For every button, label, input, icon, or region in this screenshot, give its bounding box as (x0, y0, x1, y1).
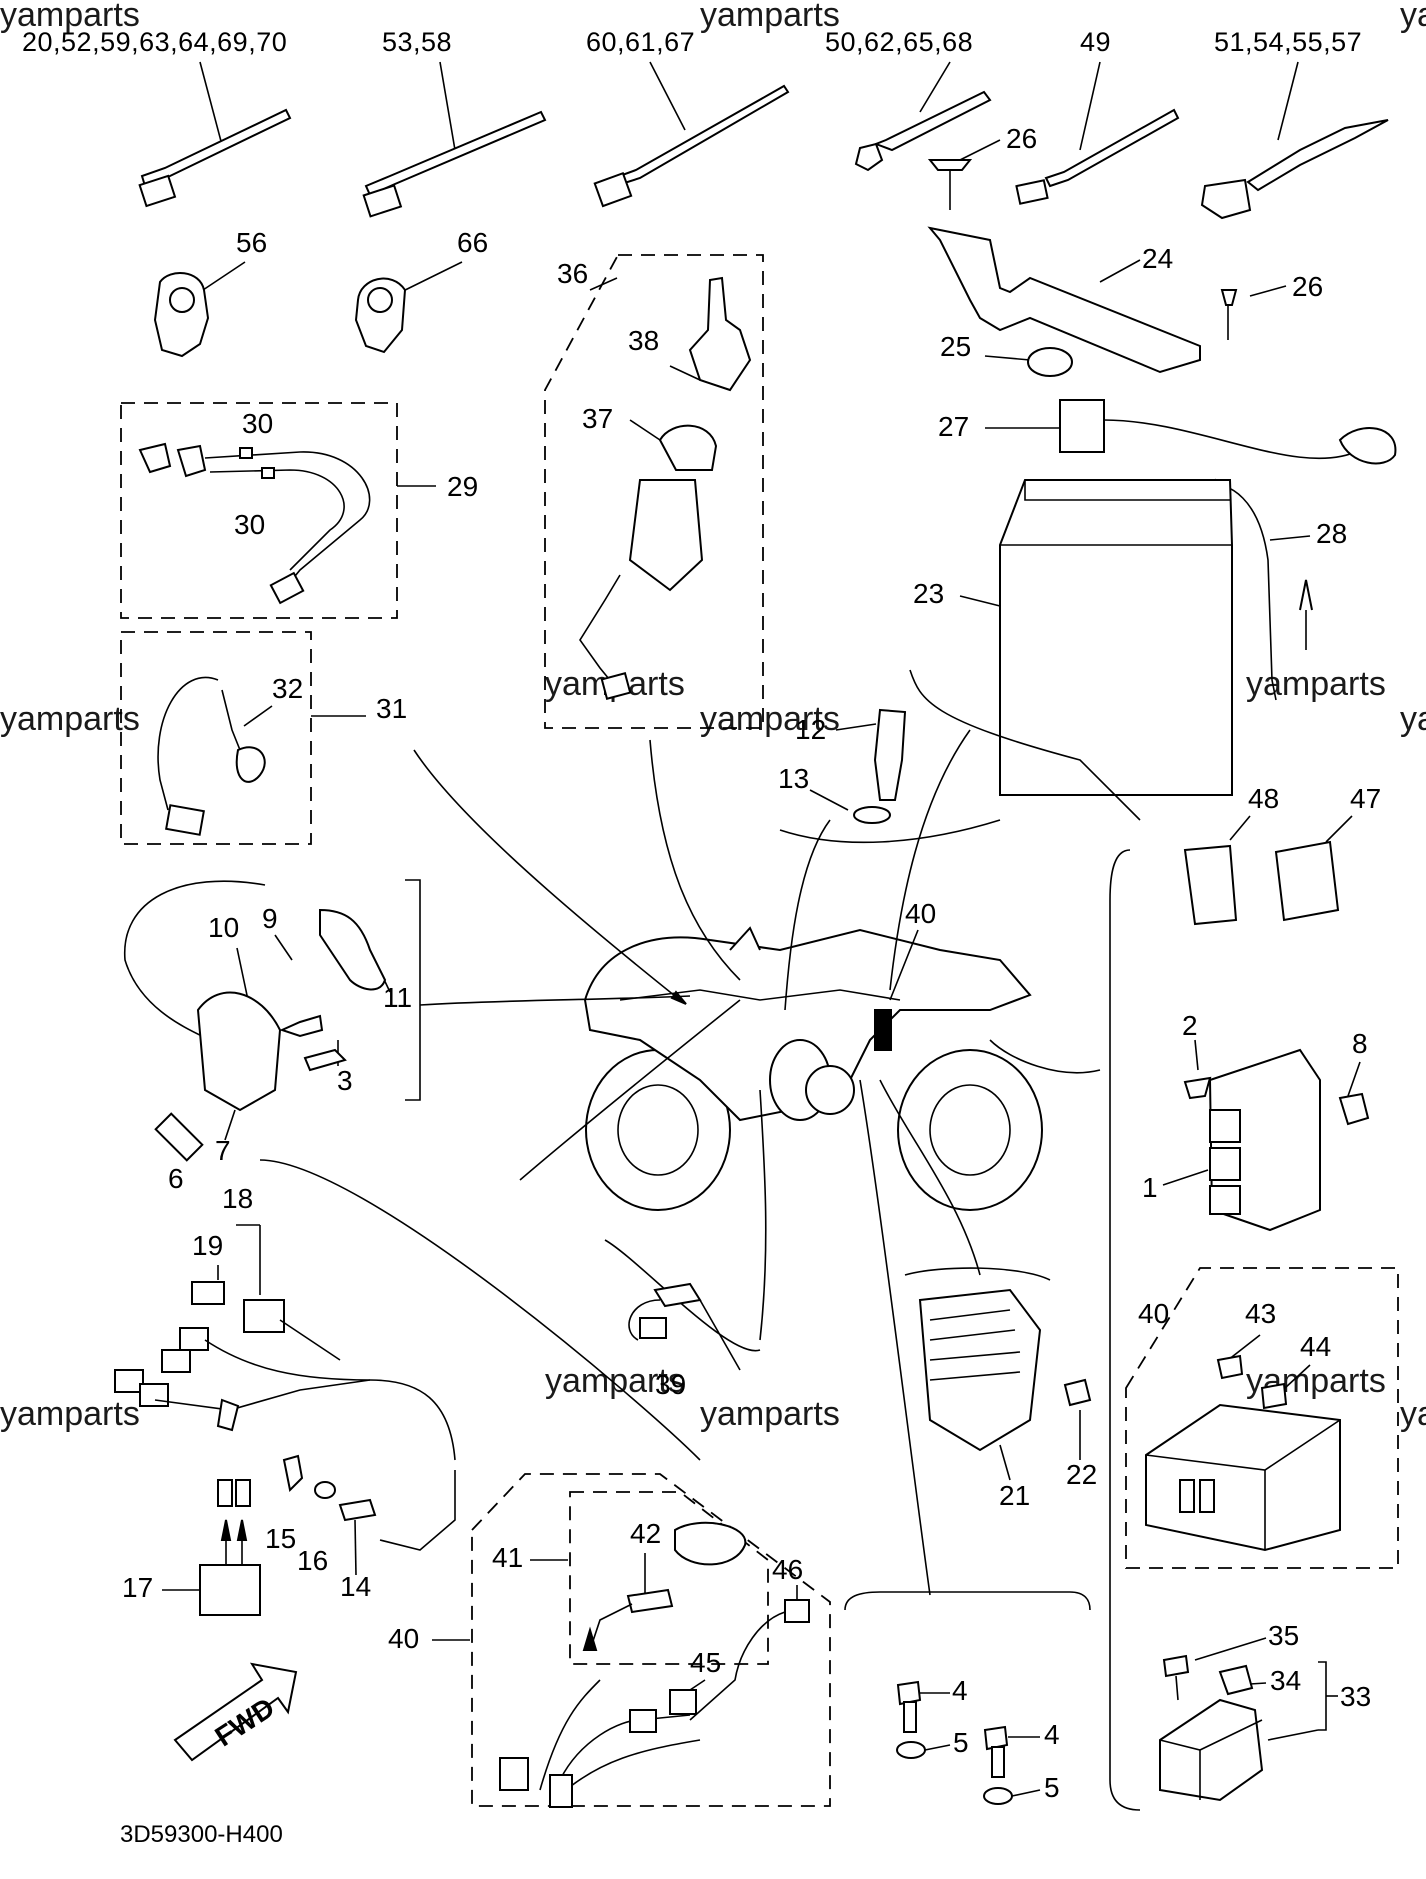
callout: 14 (340, 1571, 371, 1602)
callout: 6 (168, 1163, 184, 1194)
callout: 40 (1138, 1298, 1169, 1329)
ignition-coil-group: 9 10 11 3 7 6 (124, 879, 421, 1194)
callout: 36 (557, 258, 588, 289)
callout: 35 (1268, 1620, 1299, 1651)
callout: 18 (222, 1183, 253, 1214)
bolts-group: 4 5 4 5 (844, 1591, 1091, 1805)
rectifier-regulator-group: 21 22 (904, 1267, 1097, 1511)
watermark: yamparts (0, 0, 140, 34)
callout: 39 (655, 1369, 686, 1400)
callout: 4 (952, 1675, 968, 1706)
header-label: 53,58 (382, 27, 452, 57)
starter-relay-group: 35 34 33 (1159, 1620, 1371, 1802)
fwd-arrow: FWD (173, 1662, 298, 1762)
cable-ties (138, 61, 1389, 220)
callout: 38 (628, 325, 659, 356)
callout: 48 (1248, 783, 1279, 814)
wire-harness-group-40: 40 41 42 46 45 (388, 1473, 831, 1808)
callout: 26 (1006, 123, 1037, 154)
header-label: 50,62,65,68 (825, 27, 973, 57)
callout: 19 (192, 1230, 223, 1261)
callout: 33 (1340, 1681, 1371, 1712)
callout: 1 (1142, 1172, 1158, 1203)
callout: 5 (953, 1727, 969, 1758)
callout: 16 (297, 1545, 328, 1576)
callout: 4 (1044, 1719, 1060, 1750)
callout: 42 (630, 1518, 661, 1549)
callout: 32 (272, 673, 303, 704)
callout: 47 (1350, 783, 1381, 814)
callout: 9 (262, 903, 278, 934)
callout: 5 (1044, 1772, 1060, 1803)
sub-harness-29: 30 30 29 (120, 402, 478, 619)
callout: 8 (1352, 1028, 1368, 1059)
watermark: yamparts (1400, 0, 1426, 34)
watermark: yamparts (700, 0, 840, 34)
callout: 2 (1182, 1010, 1198, 1041)
callout: 41 (492, 1542, 523, 1573)
callout: 21 (999, 1480, 1030, 1511)
header-label: 51,54,55,57 (1214, 27, 1362, 57)
header-label: 49 (1080, 27, 1111, 57)
leader-lines (413, 729, 1101, 1596)
drawing-code: 3D59300-H400 (120, 1821, 283, 1848)
neutral-switch-39: 39 (604, 1239, 761, 1400)
callout: 29 (447, 471, 478, 502)
callout: 66 (457, 227, 488, 258)
callout: 15 (265, 1523, 296, 1554)
header-label: 60,61,67 (586, 27, 695, 57)
callout: 37 (582, 403, 613, 434)
callout: 43 (1245, 1298, 1276, 1329)
fuse-box-group-40: 40 43 44 (1125, 1267, 1399, 1569)
watermark: yamparts (1246, 665, 1386, 703)
watermark: yamparts (0, 1395, 140, 1433)
callout: 44 (1300, 1331, 1331, 1362)
callout: 34 (1270, 1665, 1301, 1696)
callout: 25 (940, 331, 971, 362)
watermark: yamparts (1400, 700, 1426, 738)
callout: 10 (208, 912, 239, 943)
callout: 22 (1066, 1459, 1097, 1490)
callout: 28 (1316, 518, 1347, 549)
harness-connectors-left: 18 19 17 15 16 14 (114, 1159, 701, 1616)
callout: 46 (772, 1554, 803, 1585)
callout: 3 (337, 1065, 353, 1096)
main-switch-group-36: 36 38 37 (544, 254, 764, 729)
relays: 48 47 (1183, 783, 1381, 926)
callout: 45 (690, 1647, 721, 1678)
callout: 40 (905, 898, 936, 929)
callout: 23 (913, 578, 944, 609)
callout: 27 (938, 411, 969, 442)
cdi-unit-group: 2 8 1 (1109, 849, 1370, 1811)
callout: 7 (215, 1135, 231, 1166)
sensor-group: 12 13 (778, 708, 1001, 844)
battery-group: 26 24 25 26 27 28 23 (909, 123, 1397, 821)
callout: 17 (122, 1572, 153, 1603)
callout: 30 (242, 408, 273, 439)
callout: 12 (795, 714, 826, 745)
callout: 24 (1142, 243, 1173, 274)
callout: 26 (1292, 271, 1323, 302)
callout: 30 (234, 509, 265, 540)
atv-vehicle: 40 (583, 898, 1043, 1211)
sub-harness-31: 32 31 (120, 631, 407, 845)
callout: 31 (376, 693, 407, 724)
callout: 56 (236, 227, 267, 258)
header-labels: 20,52,59,63,64,69,70 53,58 60,61,67 50,6… (22, 27, 1362, 57)
callout: 13 (778, 763, 809, 794)
watermark: yamparts (700, 1395, 840, 1433)
header-label: 20,52,59,63,64,69,70 (22, 27, 287, 57)
watermark: yamparts (700, 700, 840, 738)
callout: 40 (388, 1623, 419, 1654)
clamps: 56 66 (153, 227, 488, 358)
watermark: yamparts (545, 1362, 685, 1400)
watermark: yamparts (0, 700, 140, 738)
watermark: yamparts (1400, 1395, 1426, 1433)
